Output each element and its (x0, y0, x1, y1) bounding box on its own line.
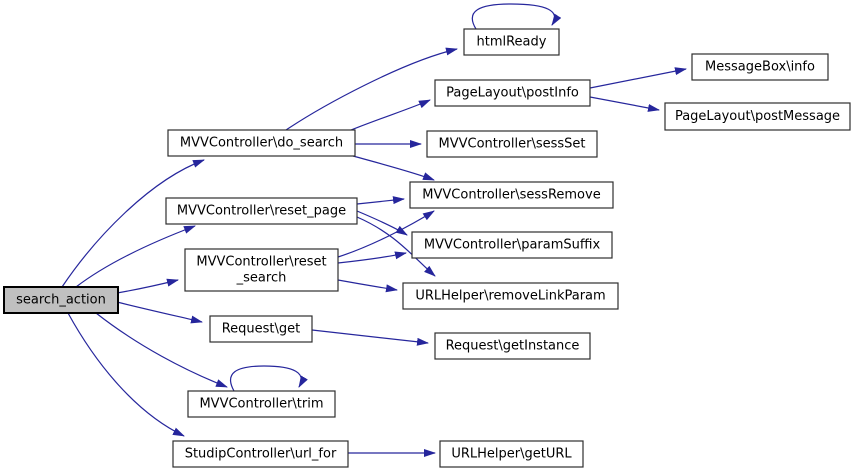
edge-reset-page-to-sessremove (356, 196, 405, 205)
node-url-for-box (172, 440, 349, 468)
node-postinfo-box (434, 79, 591, 107)
node-sessset-label: MVVController\sessSet (439, 137, 586, 152)
node-search-action[interactable]: search_action (3, 286, 119, 314)
node-htmlready[interactable]: htmlReady (463, 28, 560, 56)
node-search-action-box (3, 286, 119, 314)
node-sessremove-box (409, 181, 614, 209)
node-geturl-label: URLHelper\getURL (451, 447, 572, 462)
edge-do-search-to-sessremove (352, 155, 435, 181)
node-sessremove[interactable]: MVVController\sessRemove (409, 181, 614, 209)
edge-trim-self-loop (229, 365, 308, 392)
edge-htmlready-self-loop (471, 3, 562, 30)
edge-reset-search-to-removelinkparam (337, 279, 398, 293)
node-paramsuffix-label: MVVController\paramSuffix (424, 238, 601, 253)
edge-reset-search-to-paramsuffix (337, 251, 407, 264)
node-request-get-box (209, 315, 313, 343)
node-reset-page-box (165, 197, 358, 225)
node-getinstance-label: Request\getInstance (446, 339, 580, 354)
node-do-search-label: MVVController\do_search (180, 136, 343, 151)
node-postinfo[interactable]: PageLayout\postInfo (434, 79, 591, 107)
node-request-get-label: Request\get (222, 322, 301, 337)
node-removelinkparam-label: URLHelper\removeLinkParam (415, 289, 605, 304)
node-paramsuffix-box (411, 231, 613, 259)
edge-postinfo-to-postmessage (589, 96, 660, 112)
edge-search-action-to-reset-page (75, 225, 196, 288)
edge-postinfo-to-messagebox-info (589, 67, 687, 89)
node-sessremove-label: MVVController\sessRemove (422, 188, 600, 203)
node-postmessage-label: PageLayout\postMessage (675, 109, 840, 124)
node-geturl[interactable]: URLHelper\getURL (439, 440, 584, 468)
edges (61, 3, 687, 457)
edge-do-search-to-postinfo (350, 99, 431, 131)
edge-search-action-to-do-search (61, 159, 205, 288)
nodes: search_action MVVController\do_search MV… (3, 28, 851, 468)
node-postmessage-box (664, 102, 851, 131)
node-reset-page-label: MVVController\reset_page (177, 204, 346, 219)
node-do-search[interactable]: MVVController\do_search (167, 129, 356, 157)
edge-search-action-to-trim (95, 312, 228, 388)
node-url-for-label: StudipController\url_for (185, 447, 337, 462)
edge-reset-search-to-sessremove (337, 210, 435, 258)
node-htmlready-box (463, 28, 560, 56)
edge-reset-page-to-removelinkparam (356, 216, 436, 277)
edge-search-action-to-reset-search (116, 278, 179, 294)
node-paramsuffix[interactable]: MVVController\paramSuffix (411, 231, 613, 259)
node-messagebox-info-box (691, 53, 829, 81)
node-removelinkparam-box (402, 282, 619, 310)
node-reset-search-label-line2: _search (236, 271, 287, 286)
node-sessset[interactable]: MVVController\sessSet (426, 130, 598, 158)
node-reset-search[interactable]: MVVController\reset _search (184, 248, 339, 292)
node-reset-search-label-line1: MVVController\reset (196, 255, 326, 270)
node-removelinkparam[interactable]: URLHelper\removeLinkParam (402, 282, 619, 310)
node-getinstance[interactable]: Request\getInstance (434, 332, 591, 360)
edge-reset-page-to-paramsuffix (356, 210, 408, 236)
edge-search-action-to-url-for (67, 312, 185, 437)
edge-request-get-to-getinstance (311, 329, 429, 346)
node-getinstance-box (434, 332, 591, 360)
edge-do-search-to-htmlready (285, 47, 458, 131)
node-request-get[interactable]: Request\get (209, 315, 313, 343)
node-trim[interactable]: MVVController\trim (187, 390, 336, 418)
node-reset-search-box (184, 248, 339, 292)
node-postinfo-label: PageLayout\postInfo (446, 86, 579, 101)
node-messagebox-info-label: MessageBox\info (705, 60, 815, 75)
node-postmessage[interactable]: PageLayout\postMessage (664, 102, 851, 131)
node-trim-box (187, 390, 336, 418)
edge-search-action-to-request-get (116, 301, 203, 324)
node-geturl-box (439, 440, 584, 468)
node-htmlready-label: htmlReady (477, 35, 547, 50)
node-do-search-box (167, 129, 356, 157)
node-reset-page[interactable]: MVVController\reset_page (165, 197, 358, 225)
node-trim-label: MVVController\trim (199, 397, 323, 412)
node-sessset-box (426, 130, 598, 158)
node-url-for[interactable]: StudipController\url_for (172, 440, 349, 468)
node-search-action-label: search_action (16, 293, 106, 308)
node-messagebox-info[interactable]: MessageBox\info (691, 53, 829, 81)
